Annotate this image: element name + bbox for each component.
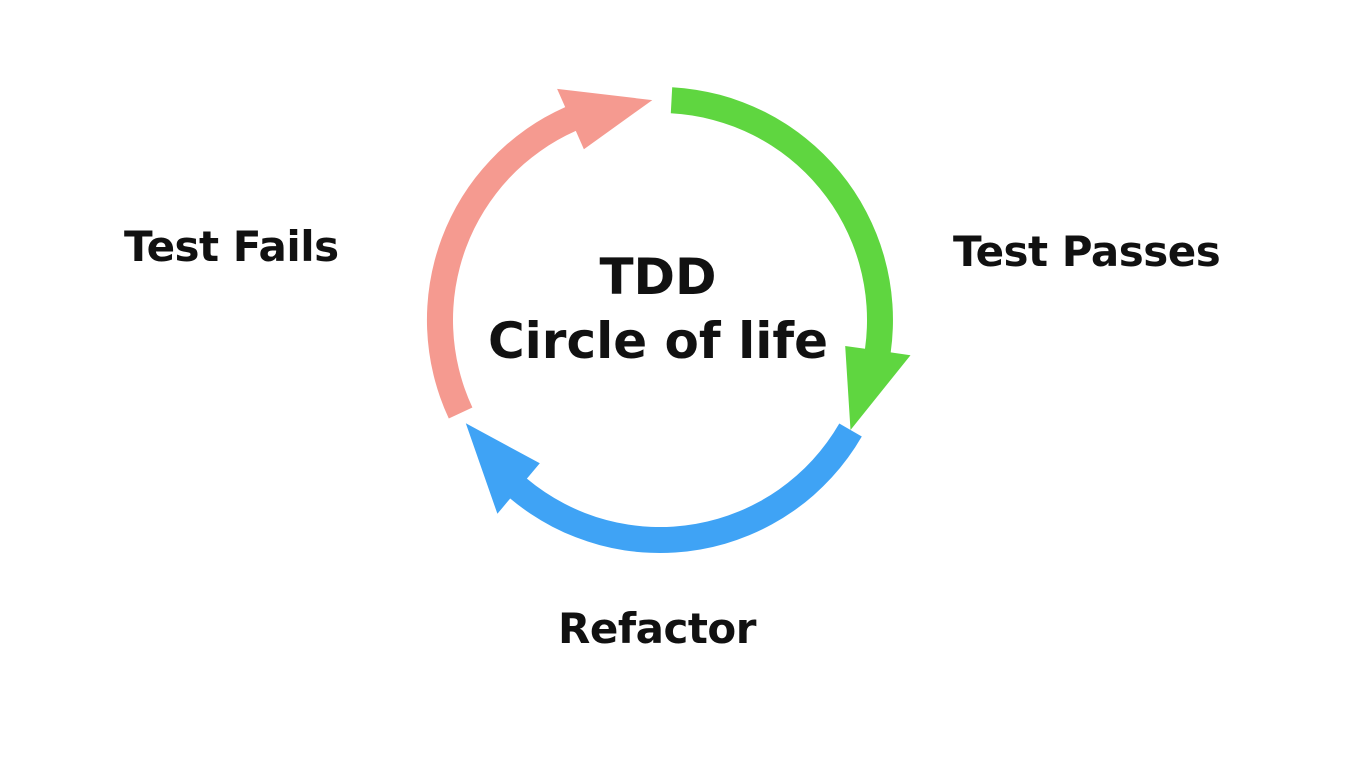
arrow-test-fails-to-passes — [426, 88, 653, 419]
diagram-title-circle-of-life: Circle of life — [487, 312, 829, 370]
stage-label-refactor: Refactor — [558, 604, 756, 653]
stage-label-test-fails: Test Fails — [124, 222, 339, 271]
stage-label-test-passes: Test Passes — [953, 227, 1221, 276]
arrow-refactor-to-test-fails — [465, 423, 862, 554]
diagram-title-tdd: TDD — [599, 248, 717, 306]
arrow-test-passes-to-refactor — [670, 87, 911, 431]
